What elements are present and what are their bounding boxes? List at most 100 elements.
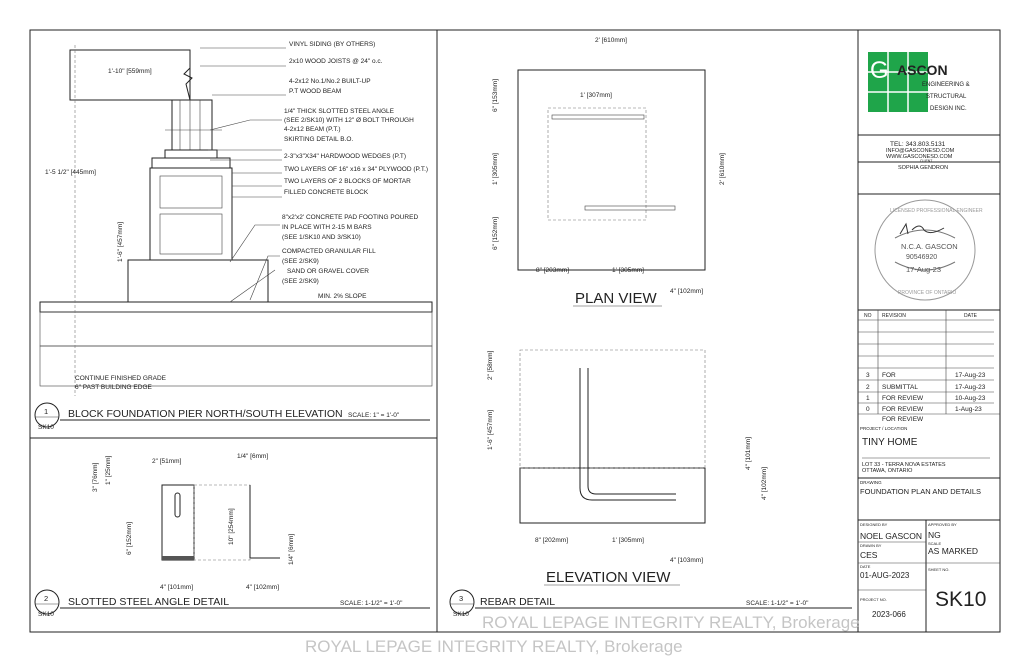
drawing-label: (SEE 2/SK9)	[282, 258, 319, 265]
drawing-label: 17-Aug-23	[955, 384, 986, 391]
drawing-label: SAND OR GRAVEL COVER	[287, 268, 369, 275]
detail-scale: SCALE: 1" = 1'-0"	[348, 412, 400, 419]
slotted-angle-detail: 2" [51mm] 1/4" [6mm] 3" [76mm] 1" [25mm]…	[34, 453, 430, 618]
watermark: ROYAL LEPAGE INTEGRITY REALTY, Brokerage	[482, 613, 860, 632]
drawing-label: NO	[864, 313, 872, 319]
drawing-label: 4-2x12 BEAM (P.T.)	[284, 126, 341, 133]
drawing-label: OTTAWA, ONTARIO	[862, 468, 913, 474]
drawing-label: SKIRTING DETAIL B.O.	[284, 136, 353, 143]
title-block: G ASCON ENGINEERING & STRUCTURAL DESIGN …	[858, 52, 1000, 632]
drawing-label: 6" [152mm]	[126, 522, 133, 555]
block-foundation-detail: 1'-10" [559mm] 1'-5 1/2" [445mm] 1'-6" […	[34, 41, 433, 431]
drawing-label: DATE	[964, 313, 978, 319]
drawing-label: DRAWING	[860, 480, 882, 485]
sheet-number: SK10	[935, 588, 986, 611]
drawing-label: 1/4" [6mm]	[288, 534, 295, 565]
plan-view: 2' [610mm] 1' [307mm] 6" [153mm] 1' [305…	[492, 37, 726, 307]
drawing-label: 01-AUG-2023	[860, 571, 910, 580]
drawing-label: SCALE	[928, 541, 941, 546]
drawing-label: TWO LAYERS OF 2 BLOCKS OF MORTAR	[284, 178, 411, 185]
drawing-label: SOPHIA GENDRON	[898, 165, 948, 171]
drawing-label: 1' [307mm]	[580, 92, 612, 99]
drawing-label: 4" [102mm]	[761, 467, 768, 500]
drawing-label: DATE	[860, 564, 871, 569]
drawing-label: FILLED CONCRETE BLOCK	[284, 189, 369, 196]
drawing-label: 6" PAST BUILDING EDGE	[75, 384, 153, 391]
drawing-label: CONTINUE FINISHED GRADE	[75, 375, 167, 382]
drawing-label: 8"x2'x2' CONCRETE PAD FOOTING POURED	[282, 214, 418, 221]
drawing-label: APPROVED BY	[928, 522, 957, 527]
drawing-label: TINY HOME	[862, 437, 918, 448]
drawing-label: 1" [25mm]	[105, 455, 112, 485]
drawing-label: 3" [76mm]	[92, 462, 99, 492]
dimension-label: 1'-10" [559mm]	[108, 68, 152, 75]
dimension-label: 1'-5 1/2" [445mm]	[45, 169, 96, 176]
drawing-label: 1/4" [6mm]	[237, 453, 268, 460]
drawing-label: NG	[928, 530, 941, 540]
drawing-label: 1/4" THICK SLOTTED STEEL ANGLE	[284, 108, 395, 115]
drawing-label: 90546920	[906, 254, 937, 261]
engineer-stamp: N.C.A. GASCON 90546920 17-Aug-23 LICENSE…	[874, 199, 983, 301]
drawing-label: SK10	[453, 611, 469, 618]
drawing-label: 2" [58mm]	[487, 350, 494, 380]
drawing-label: 17-Aug-23	[906, 265, 941, 274]
drawing-label: SCALE: 1-1/2" = 1'-0"	[340, 600, 403, 607]
drawing-label: 2' [610mm]	[595, 37, 627, 44]
drawing-label: NOEL GASCON	[860, 531, 922, 541]
drawing-label: CLIENT	[920, 159, 933, 163]
sheet-border	[29, 29, 1001, 633]
drawing-label: 4" [101mm]	[160, 584, 193, 591]
leader-lines	[200, 47, 286, 303]
dimension-label: 1'-6" [457mm]	[117, 222, 124, 262]
callout-notes: VINYL SIDING (BY OTHERS) 2x10 WOOD JOIST…	[75, 41, 428, 391]
drawing-label: 4" [102mm]	[670, 288, 703, 295]
detail-title: SLOTTED STEEL ANGLE DETAIL	[68, 596, 229, 608]
drawing-label: SUBMITTAL	[882, 384, 918, 391]
drawing-label: FOR REVIEW	[882, 395, 924, 402]
drawing-label: TWO LAYERS OF 16" x16 x 34" PLYWOOD (P.T…	[284, 166, 428, 173]
drawing-label: 2023-066	[872, 610, 906, 619]
drawing-label: 4" [101mm]	[745, 437, 752, 470]
drawing-label: INFO@GASCONESD.COM	[886, 148, 955, 154]
drawing-label: MIN. 2% SLOPE	[318, 293, 367, 300]
drawing-label: PROJECT NO.	[860, 597, 887, 602]
drawing-label: 4-2x12 No.1/No.2 BUILT-UP	[289, 78, 371, 85]
detail-sheet-ref: SK10	[38, 424, 54, 431]
drawing-label: WWW.GASCONESD.COM	[886, 154, 953, 160]
rebar-detail-label: 3 SK10 REBAR DETAIL SCALE: 1-1/2" = 1'-0…	[449, 589, 852, 618]
drawing-label: IN PLACE WITH 2-15 M BARS	[282, 224, 372, 231]
drawing-label: REBAR DETAIL	[480, 596, 555, 608]
drawing-label: STRUCTURAL	[926, 94, 967, 100]
drawing-label: 10" [254mm]	[228, 508, 235, 545]
drawing-label: (SEE 1/SK10 AND 3/SK10)	[282, 234, 361, 241]
signature	[899, 222, 945, 235]
drawing-label: REVISION	[882, 313, 906, 319]
drawing-label: 1' [305mm]	[612, 537, 644, 544]
drawing-label: 1'-6" [457mm]	[487, 410, 494, 450]
drawing-label: 1	[866, 395, 870, 402]
drawing-label: G	[870, 57, 889, 84]
drawing-label: LOT 33 - TERRA NOVA ESTATES	[862, 462, 946, 468]
drawing-label: 2' [610mm]	[719, 153, 726, 185]
company-logo: G ASCON ENGINEERING & STRUCTURAL DESIGN …	[868, 52, 970, 112]
drawing-label: 8" [202mm]	[535, 537, 568, 544]
drawing-label: SK10	[38, 611, 54, 618]
drawing-label: FOR REVIEW	[882, 416, 924, 423]
drawing-label: ENGINEERING &	[922, 82, 970, 88]
view-title: ELEVATION VIEW	[546, 569, 671, 586]
watermark: ROYAL LEPAGE INTEGRITY REALTY, Brokerage	[305, 637, 683, 656]
drawing-label: VINYL SIDING (BY OTHERS)	[289, 41, 375, 48]
drawing-label: 4" [103mm]	[670, 557, 703, 564]
drawing-label: CES	[860, 550, 878, 560]
drawing-label: 0	[866, 406, 870, 413]
drawing-label: 10-Aug-23	[955, 395, 986, 402]
drawing-label: 3	[459, 594, 463, 603]
drawing-label: FOUNDATION PLAN AND DETAILS	[860, 487, 981, 496]
drawing-label: 2" [51mm]	[152, 458, 182, 465]
drawing-label: N.C.A. GASCON	[901, 242, 958, 251]
drawing-label: DESIGN INC.	[930, 106, 967, 112]
drawing-label: 6" [152mm]	[492, 217, 499, 250]
drawing-label: 2-3"x3"X34" HARDWOOD WEDGES (P.T)	[284, 153, 406, 160]
